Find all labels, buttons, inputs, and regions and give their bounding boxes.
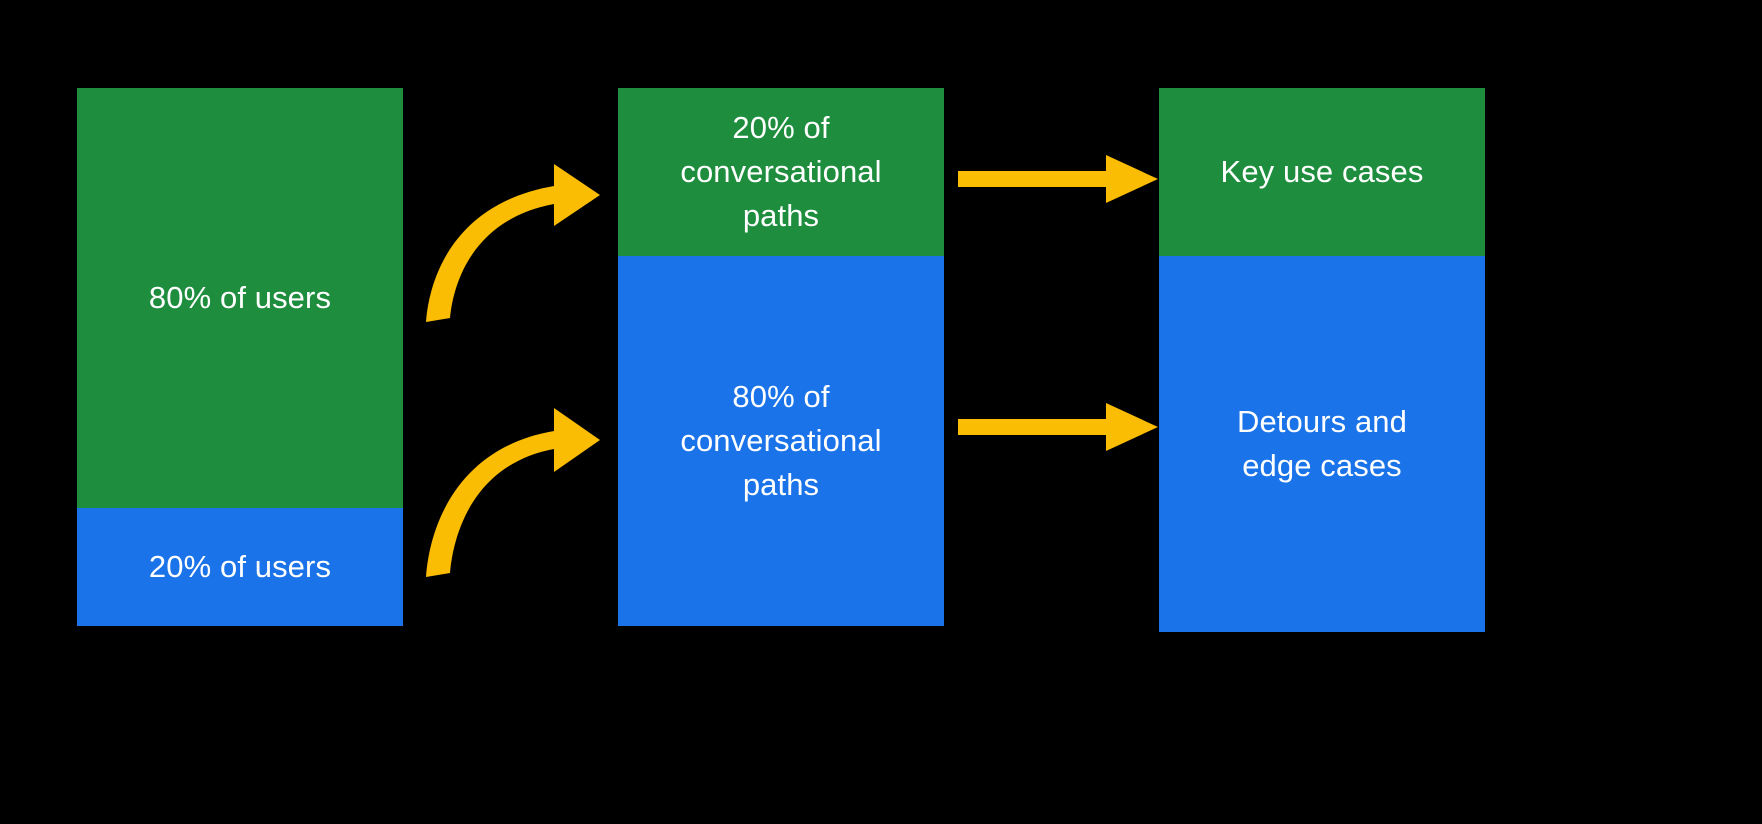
segment-users-green: 80% of users	[77, 88, 403, 508]
segment-users-green-label: 80% of users	[148, 279, 332, 315]
segment-cases-blue: Detours and edge cases	[1159, 256, 1485, 632]
segment-cases-green-label: Key use cases	[1220, 153, 1424, 189]
segment-paths-blue: 80% of conversational paths	[618, 256, 944, 626]
curved-arrow-bottom-icon	[426, 408, 600, 577]
curved-arrow-top-icon	[426, 164, 600, 322]
column-use-cases: Key use cases Detours and edge cases	[1159, 88, 1485, 632]
column-conversational-paths: 20% of conversational paths 80% of conve…	[618, 88, 944, 626]
segment-paths-green-label: 20% of conversational paths	[680, 109, 882, 233]
straight-arrow-top-icon	[958, 155, 1158, 203]
segment-paths-blue-label: 80% of conversational paths	[680, 378, 882, 502]
segment-cases-green: Key use cases	[1159, 88, 1485, 256]
column-users: 80% of users 20% of users	[77, 88, 403, 626]
straight-arrow-bottom-icon	[958, 403, 1158, 451]
segment-users-blue-label: 20% of users	[148, 548, 332, 584]
segment-paths-green: 20% of conversational paths	[618, 88, 944, 256]
segment-cases-blue-label: Detours and edge cases	[1237, 403, 1407, 483]
segment-users-blue: 20% of users	[77, 508, 403, 626]
